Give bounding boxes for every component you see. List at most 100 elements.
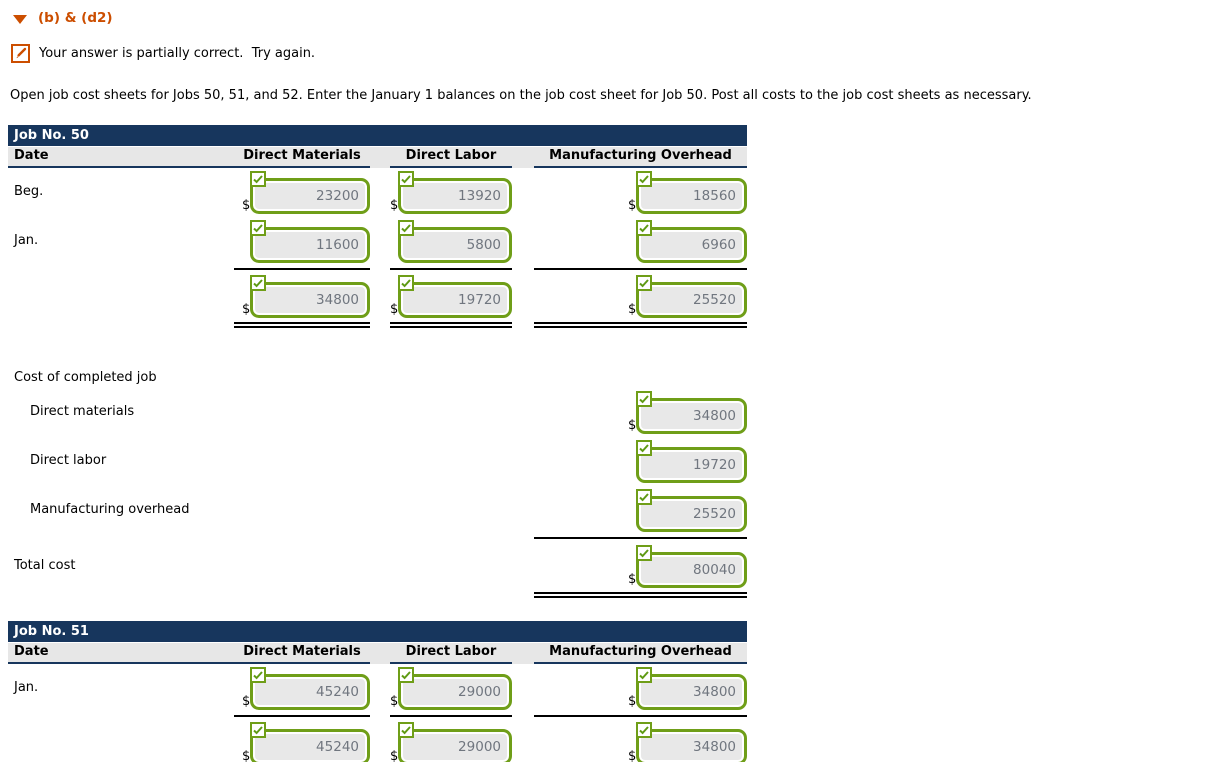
amount-cell: $ 80040 <box>628 542 747 588</box>
job51-total-dl-input[interactable]: $ 29000 <box>390 722 512 762</box>
amount-value: 45240 <box>316 684 359 700</box>
summary-row-total-cost: Total cost $ 80040 <box>8 542 747 588</box>
summary-total-input[interactable]: $ 80040 <box>628 545 747 588</box>
amount-value: 19720 <box>693 457 736 473</box>
job50-beg-mo-input[interactable]: $ 18560 <box>628 171 747 214</box>
correct-check-icon <box>636 489 652 505</box>
summary-double-rule <box>8 592 747 598</box>
job50-beg-dl-input[interactable]: $ 13920 <box>390 171 512 214</box>
section-title: (b) & (d2) <box>38 10 113 26</box>
amount-cell: $ 25520 <box>628 272 747 318</box>
col-header-direct-labor: Direct Labor <box>390 643 512 664</box>
summary-mo-input[interactable]: 25520 <box>636 489 747 532</box>
job51-column-header-row: Date Direct Materials Direct Labor Manuf… <box>8 643 747 664</box>
correct-check-icon <box>398 722 414 738</box>
amount-value: 80040 <box>693 562 736 578</box>
col-header-direct-materials: Direct Materials <box>234 643 370 664</box>
amount-cell: $ 18560 <box>628 168 747 214</box>
col-header-date: Date <box>8 147 234 168</box>
feedback-row: Your answer is partially correct. Try ag… <box>11 44 1231 63</box>
feedback-text: Your answer is partially correct. Try ag… <box>39 46 316 61</box>
totals-separator-rule <box>8 268 747 270</box>
summary-total-separator-rule <box>8 537 747 539</box>
job50-row-total: $ 34800 $ 19720 $ 25520 <box>8 272 747 318</box>
correct-check-icon <box>398 171 414 187</box>
job50-row-beg: Beg. $ 23200 $ 13920 $ 1856 <box>8 168 747 214</box>
currency-symbol: $ <box>390 198 399 213</box>
summary-item-label: Manufacturing overhead <box>30 501 190 517</box>
correct-check-icon <box>636 220 652 236</box>
collapse-caret-icon[interactable] <box>13 14 27 24</box>
amount-value: 29000 <box>458 684 501 700</box>
job51-table: Job No. 51 Date Direct Materials Direct … <box>8 621 747 762</box>
row-date-label: Jan. <box>14 679 39 695</box>
amount-value: 5800 <box>466 237 501 253</box>
job50-total-dm-input[interactable]: $ 34800 <box>242 275 370 318</box>
amount-value: 19720 <box>458 292 501 308</box>
currency-symbol: $ <box>390 302 399 317</box>
job50-jan-dm-input[interactable]: 11600 <box>250 220 370 263</box>
section-header: (b) & (d2) <box>0 0 1231 26</box>
job50-title-bar: Job No. 50 <box>8 125 747 146</box>
job51-row-total: $ 45240 $ 29000 $ 34800 <box>8 719 747 762</box>
correct-check-icon <box>250 722 266 738</box>
job51-jan-dm-input[interactable]: $ 45240 <box>242 667 370 710</box>
job50-row-jan: Jan. 11600 5800 6960 <box>8 217 747 263</box>
amount-value: 34800 <box>693 739 736 755</box>
amount-cell: 5800 <box>398 217 512 263</box>
cost-summary-title: Cost of completed job <box>14 370 157 385</box>
partially-correct-icon <box>11 44 30 63</box>
correct-check-icon <box>398 667 414 683</box>
amount-cell: $ 34800 <box>628 388 747 434</box>
amount-value: 13920 <box>458 188 501 204</box>
amount-value: 34800 <box>316 292 359 308</box>
amount-cell: 11600 <box>250 217 370 263</box>
job51-total-mo-input[interactable]: $ 34800 <box>628 722 747 762</box>
correct-check-icon <box>398 220 414 236</box>
amount-value: 45240 <box>316 739 359 755</box>
job50-jan-dl-input[interactable]: 5800 <box>398 220 512 263</box>
job51-jan-dl-input[interactable]: $ 29000 <box>390 667 512 710</box>
summary-item-label: Direct materials <box>30 403 135 419</box>
job50-beg-dm-input[interactable]: $ 23200 <box>242 171 370 214</box>
amount-value: 29000 <box>458 739 501 755</box>
amount-cell: $ 13920 <box>390 168 512 214</box>
currency-symbol: $ <box>628 198 637 213</box>
correct-check-icon <box>250 667 266 683</box>
job51-title-bar: Job No. 51 <box>8 621 747 642</box>
correct-check-icon <box>636 171 652 187</box>
correct-check-icon <box>636 667 652 683</box>
amount-cell: 6960 <box>636 217 747 263</box>
correct-check-icon <box>636 275 652 291</box>
currency-symbol: $ <box>242 694 251 709</box>
correct-check-icon <box>636 722 652 738</box>
job51-row-jan: Jan. $ 45240 $ 29000 $ 3480 <box>8 664 747 710</box>
amount-value: 23200 <box>316 188 359 204</box>
currency-symbol: $ <box>628 572 637 587</box>
amount-cell: $ 45240 <box>242 664 370 710</box>
amount-cell: $ 23200 <box>242 168 370 214</box>
amount-cell: $ 29000 <box>390 664 512 710</box>
summary-row-manufacturing-overhead: Manufacturing overhead 25520 <box>8 486 747 532</box>
correct-check-icon <box>636 545 652 561</box>
job51-jan-mo-input[interactable]: $ 34800 <box>628 667 747 710</box>
correct-check-icon <box>398 275 414 291</box>
summary-item-label: Direct labor <box>30 452 107 468</box>
currency-symbol: $ <box>628 418 637 433</box>
summary-row-direct-labor: Direct labor 19720 <box>8 437 747 483</box>
summary-dl-input[interactable]: 19720 <box>636 440 747 483</box>
amount-cell: $ 34800 <box>628 719 747 762</box>
totals-double-rule <box>8 322 747 328</box>
job50-total-dl-input[interactable]: $ 19720 <box>390 275 512 318</box>
amount-value: 25520 <box>693 506 736 522</box>
currency-symbol: $ <box>628 749 637 762</box>
job51-total-dm-input[interactable]: $ 45240 <box>242 722 370 762</box>
correct-check-icon <box>250 220 266 236</box>
job50-jan-mo-input[interactable]: 6960 <box>636 220 747 263</box>
total-cost-label: Total cost <box>14 557 76 573</box>
col-header-direct-materials: Direct Materials <box>234 147 370 168</box>
job50-total-mo-input[interactable]: $ 25520 <box>628 275 747 318</box>
summary-dm-input[interactable]: $ 34800 <box>628 391 747 434</box>
col-header-manufacturing-overhead: Manufacturing Overhead <box>534 147 747 168</box>
